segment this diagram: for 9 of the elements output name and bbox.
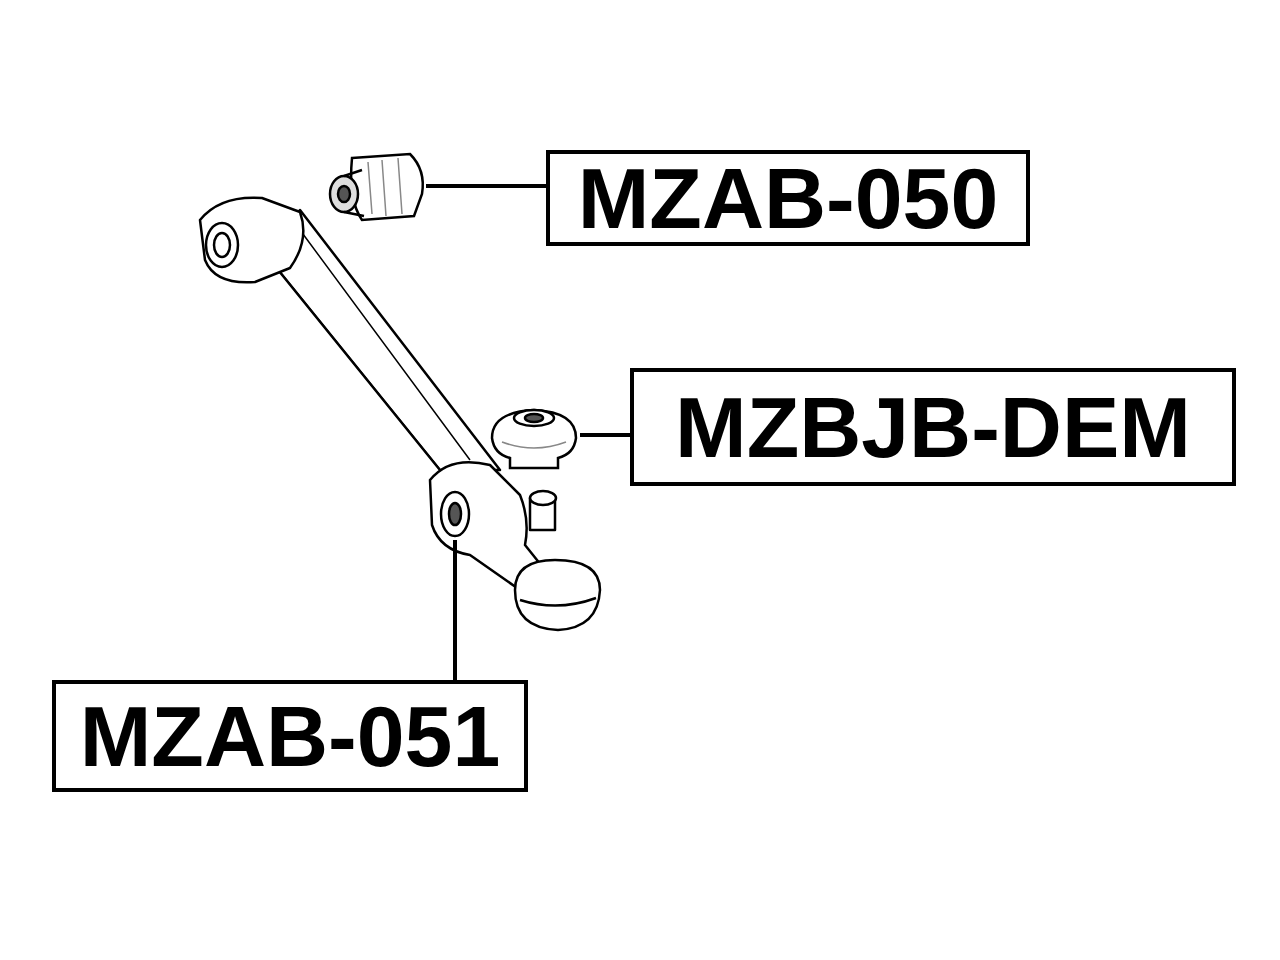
part-number-box xyxy=(630,368,1236,486)
part-number: MZAB-051 xyxy=(79,693,501,779)
part-number-box xyxy=(546,150,1030,246)
part-number-box xyxy=(52,680,528,792)
leader-line xyxy=(453,540,457,680)
leader-line xyxy=(426,184,546,188)
part-number: MZAB-050 xyxy=(577,155,999,241)
leader-line xyxy=(580,433,630,437)
part-number: MZBJB-DEM xyxy=(675,384,1191,470)
